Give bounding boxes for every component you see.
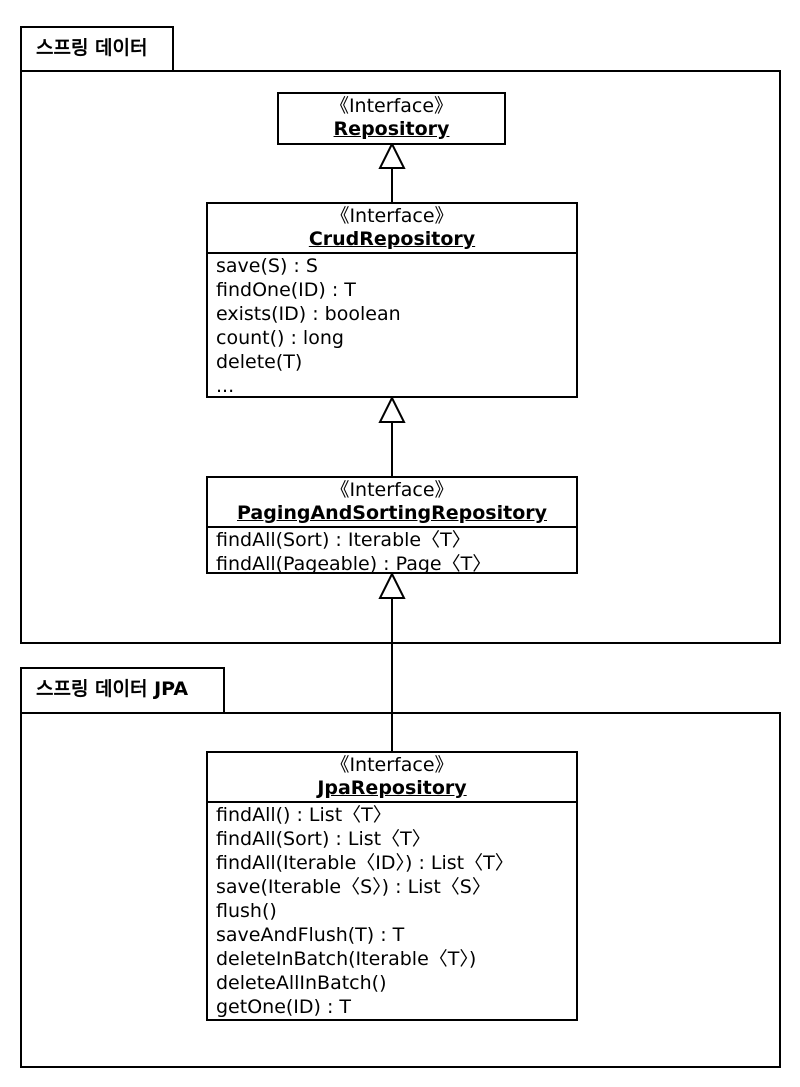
operation: save(S) : S	[216, 255, 318, 277]
interface-name: CrudRepository	[308, 228, 476, 250]
interface-repository: 《Interface》 Repository	[277, 92, 506, 145]
operation: exists(ID) : boolean	[216, 303, 401, 325]
operation: delete(T)	[216, 351, 303, 373]
package-title: 스프링 데이터 JPA	[36, 678, 189, 700]
operations-list: findAll(Sort) : Iterable〈T〉 findAll(Page…	[208, 526, 576, 576]
package-tab-spring-data-jpa: 스프링 데이터 JPA	[20, 667, 225, 714]
operation: deleteInBatch(Iterable〈T〉)	[216, 948, 477, 970]
operation: flush()	[216, 900, 277, 922]
stereotype-label: 《Interface》	[330, 479, 454, 501]
package-title: 스프링 데이터	[36, 37, 148, 59]
interface-jpa-repository: 《Interface》 JpaRepository findAll() : Li…	[206, 751, 578, 1021]
operation: findOne(ID) : T	[216, 279, 356, 301]
stereotype-label: 《Interface》	[330, 754, 454, 776]
operation: count() : long	[216, 327, 344, 349]
operation: saveAndFlush(T) : T	[216, 924, 405, 946]
operations-list: save(S) : S findOne(ID) : T exists(ID) :…	[208, 252, 576, 398]
operation: findAll() : List〈T〉	[216, 804, 392, 826]
operation: ...	[216, 375, 235, 397]
operation: findAll(Sort) : Iterable〈T〉	[216, 529, 471, 551]
inheritance-arrowhead	[378, 571, 406, 599]
inheritance-arrowhead	[378, 395, 406, 423]
interface-paging-and-sorting-repository: 《Interface》 PagingAndSortingRepository f…	[206, 476, 578, 576]
stereotype-label: 《Interface》	[329, 95, 454, 117]
operation: deleteAllInBatch()	[216, 972, 387, 994]
operation: getOne(ID) : T	[216, 996, 352, 1018]
operation: findAll(Pageable) : Page〈T〉	[216, 553, 492, 575]
interface-name: JpaRepository	[317, 777, 467, 799]
interface-name: Repository	[333, 118, 450, 140]
operation: save(Iterable〈S〉) : List〈S〉	[216, 876, 491, 898]
operation: findAll(Iterable〈ID〉) : List〈T〉	[216, 852, 514, 874]
stereotype-label: 《Interface》	[330, 205, 454, 227]
operation: findAll(Sort) : List〈T〉	[216, 828, 431, 850]
package-tab-spring-data: 스프링 데이터	[20, 26, 174, 72]
inheritance-arrowhead	[378, 141, 406, 169]
operations-list: findAll() : List〈T〉 findAll(Sort) : List…	[208, 801, 576, 1019]
interface-crud-repository: 《Interface》 CrudRepository save(S) : S f…	[206, 202, 578, 398]
interface-name: PagingAndSortingRepository	[236, 502, 548, 524]
